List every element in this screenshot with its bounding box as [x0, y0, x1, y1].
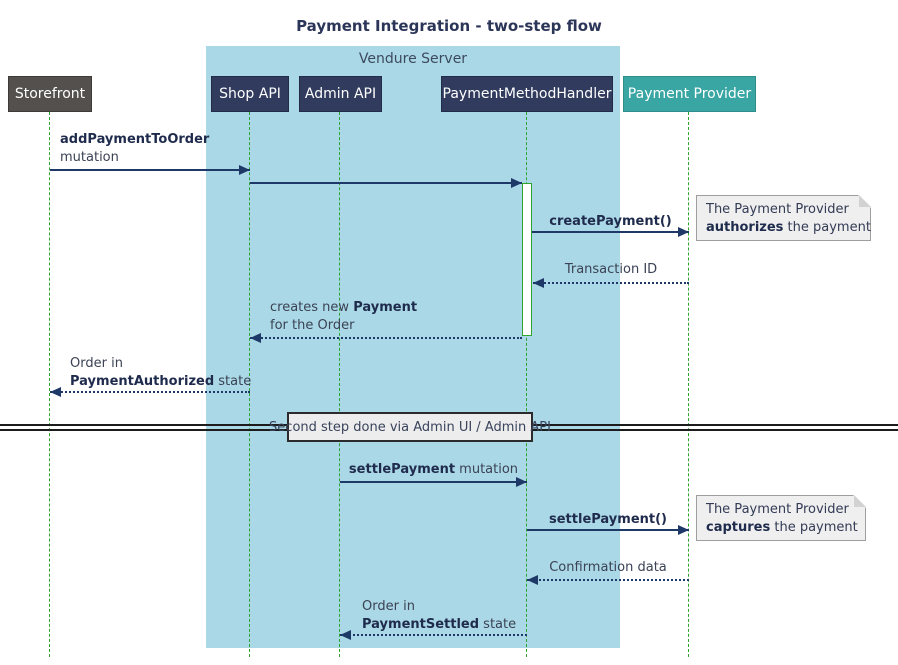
message-order-settled-label: Order in PaymentSettled state	[362, 599, 517, 632]
note-authorizes: The Payment Provider authorizes the paym…	[696, 195, 871, 241]
arrow-order-settled	[340, 630, 527, 640]
participant-storefront: Storefront	[8, 76, 92, 112]
message-transaction-id-label: Transaction ID	[564, 262, 658, 277]
participant-shop-api: Shop API	[211, 76, 289, 112]
divider-label: Second step done via Admin UI / Admin AP…	[269, 412, 551, 442]
message-creates-payment-label: creates new Payment for the Order	[270, 300, 418, 333]
message-confirmation-label: Confirmation data	[549, 560, 667, 575]
participant-payment-provider: Payment Provider	[623, 76, 756, 112]
arrow-shop-to-handler	[250, 178, 522, 188]
participant-payment-method-handler: PaymentMethodHandler	[441, 76, 613, 112]
vendure-server-container	[206, 46, 620, 648]
message-create-payment-label: createPayment()	[549, 214, 672, 229]
page-title: Payment Integration - two-step flow	[296, 17, 602, 35]
arrow-settle-mutation	[340, 477, 527, 487]
note-captures: The Payment Provider captures the paymen…	[696, 495, 866, 541]
activation-bar	[522, 183, 532, 336]
vendure-server-label: Vendure Server	[358, 51, 468, 67]
arrow-creates-payment	[250, 333, 522, 343]
participant-admin-api: Admin API	[299, 76, 382, 112]
message-settle-call-label: settlePayment()	[549, 512, 667, 527]
lifeline-payment-method-handler	[526, 112, 527, 657]
lifeline-storefront	[49, 112, 50, 657]
arrow-add-payment	[50, 165, 250, 175]
message-settle-mutation-label: settlePayment mutation	[348, 462, 519, 477]
lifeline-payment-provider	[688, 112, 689, 657]
arrow-confirmation	[527, 575, 689, 585]
arrow-transaction-id	[533, 278, 689, 288]
lifeline-shop-api	[249, 112, 250, 657]
arrow-order-authorized	[50, 387, 250, 397]
message-add-payment-label: addPaymentToOrder mutation	[60, 132, 210, 165]
message-order-authorized-label: Order in PaymentAuthorized state	[70, 356, 252, 389]
arrow-create-payment	[532, 227, 689, 237]
arrow-settle-call	[527, 525, 689, 535]
lifeline-admin-api	[339, 112, 340, 657]
